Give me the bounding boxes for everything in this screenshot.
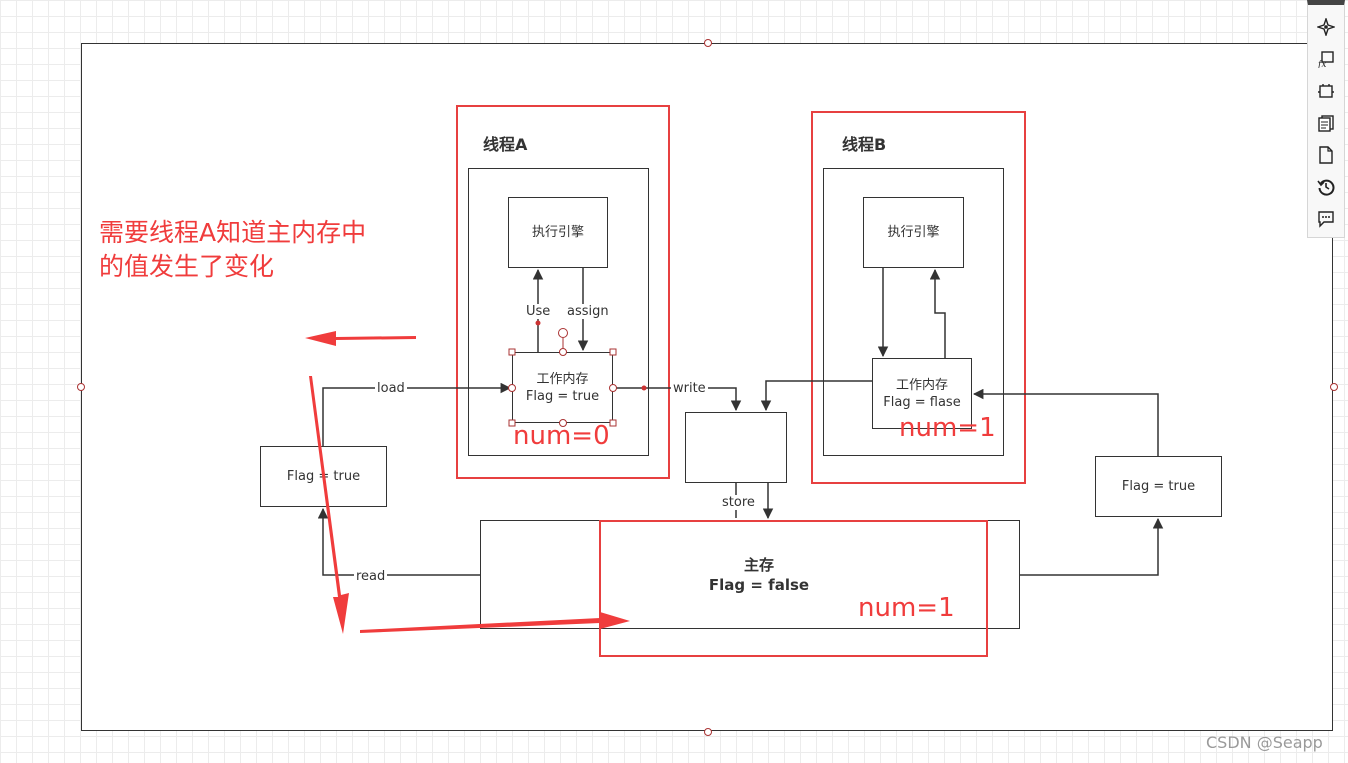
svg-text:fx: fx: [1317, 60, 1326, 68]
thread-a-container[interactable]: [468, 168, 649, 456]
thread-a-engine-label: 执行引擎: [531, 225, 584, 240]
left-flag-box[interactable]: Flag = true: [260, 446, 387, 507]
thread-b-title: 线程B: [842, 135, 887, 154]
main-memory-num: num=1: [858, 593, 955, 623]
edge-label-store: store: [720, 495, 757, 510]
navigate-icon[interactable]: [1314, 15, 1338, 39]
edge-read: [317, 507, 480, 576]
pages-icon[interactable]: [1314, 111, 1338, 135]
thread-b-wm-label: 工作内存: [895, 377, 948, 393]
edge-label-read: read: [354, 569, 388, 584]
page-icon[interactable]: [1314, 143, 1338, 167]
edge-write: [613, 387, 742, 412]
annotation-line-1: 需要线程A知道主内存中: [99, 218, 367, 247]
comment-icon[interactable]: [1314, 207, 1338, 231]
thread-a-engine[interactable]: 执行引擎: [508, 197, 608, 268]
red-arrow-left: [305, 331, 416, 346]
red-arrow-right: [360, 612, 630, 633]
format-icon[interactable]: fx: [1314, 47, 1338, 71]
thread-a-num: num=0: [513, 421, 610, 451]
thread-a-title: 线程A: [483, 135, 528, 154]
main-memory-title: 主存: [743, 555, 774, 574]
thread-b-engine-label: 执行引擎: [887, 225, 940, 240]
edge-b-write: [760, 380, 872, 412]
annotation-line-2: 的值发生了变化: [99, 252, 275, 281]
main-memory-highlight: [599, 520, 988, 657]
thread-a-wm-flag: Flag = true: [525, 388, 600, 404]
thread-b-num: num=1: [899, 413, 996, 443]
right-flag-label: Flag = true: [1121, 479, 1196, 494]
edge-label-use: Use: [524, 304, 553, 319]
history-icon[interactable]: [1314, 175, 1338, 199]
edge-right-b: [972, 388, 1159, 456]
crop-icon[interactable]: [1314, 79, 1338, 103]
right-toolbar: fx: [1307, 0, 1345, 238]
thread-b-engine[interactable]: 执行引擎: [863, 197, 964, 268]
edge-label-write: write: [671, 381, 708, 396]
edge-main-right: [1020, 517, 1164, 576]
right-flag-box[interactable]: Flag = true: [1095, 456, 1222, 517]
edge-label-load: load: [375, 381, 407, 396]
red-arrow-down: [309, 376, 349, 634]
thread-a-highlight: [456, 105, 670, 479]
thread-a-working-memory[interactable]: 工作内存 Flag = true: [512, 352, 613, 423]
edge-label-assign: assign: [565, 304, 611, 319]
edge-b-use: [929, 268, 946, 358]
buffer-box[interactable]: [685, 412, 787, 483]
thread-b-working-memory[interactable]: 工作内存 Flag = flase: [872, 358, 972, 429]
edge-load: [322, 382, 512, 446]
main-memory-flag: Flag = false: [708, 575, 810, 594]
thread-b-container[interactable]: [823, 168, 1004, 456]
annotation-text: 需要线程A知道主内存中 的值发生了变化: [99, 216, 366, 284]
thread-b-wm-flag: Flag = flase: [883, 394, 961, 410]
main-memory-box[interactable]: 主存 Flag = false: [480, 520, 1020, 629]
thread-a-wm-label: 工作内存: [536, 371, 589, 387]
watermark: CSDN @Seapp: [1206, 733, 1323, 752]
thread-b-highlight: [811, 111, 1026, 484]
